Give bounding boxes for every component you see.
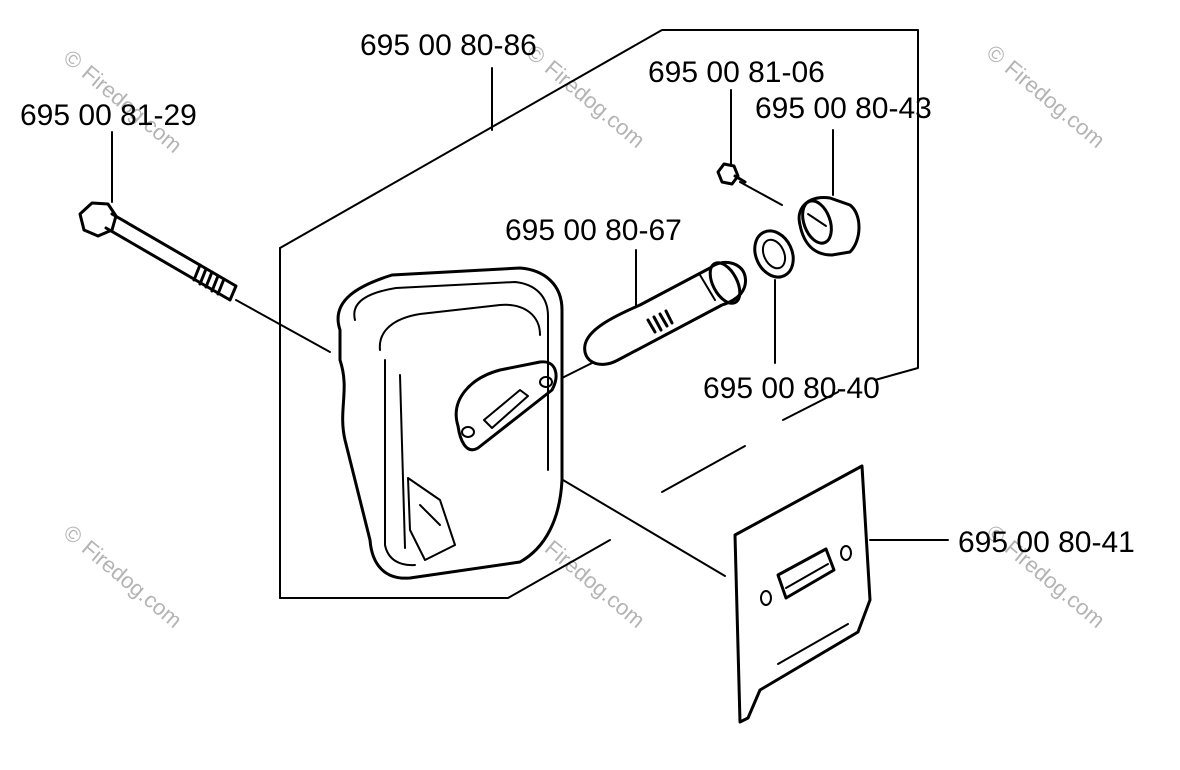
watermark: © Firedog.com: [522, 40, 650, 153]
label-bolt: 695 00 81-29: [20, 99, 197, 132]
label-washer: 695 00 80-40: [703, 372, 880, 405]
watermark: © Firedog.com: [59, 520, 187, 633]
bolt: [78, 201, 238, 302]
svg-text:©: ©: [59, 45, 87, 75]
svg-text:©: ©: [982, 40, 1010, 70]
svg-text:Firedog.com: Firedog.com: [540, 535, 650, 633]
muffler: [336, 266, 564, 580]
watermark: © Firedog.com: [982, 40, 1110, 153]
screw: [716, 162, 747, 186]
label-deflector: 695 00 80-43: [755, 92, 932, 125]
gasket: [733, 464, 872, 724]
leader-lines: [111, 67, 949, 577]
tailpipe: [583, 260, 748, 366]
deflector: [797, 195, 861, 257]
svg-text:Firedog.com: Firedog.com: [1000, 55, 1110, 153]
watermarks: © Firedog.com © Firedog.com © Firedog.co…: [59, 40, 1110, 633]
assembly-outline: [279, 29, 919, 599]
svg-text:©: ©: [59, 520, 87, 550]
label-screw: 695 00 81-06: [648, 56, 825, 89]
label-tailpipe: 695 00 80-67: [505, 214, 682, 247]
svg-text:Firedog.com: Firedog.com: [540, 55, 650, 153]
label-muffler: 695 00 80-86: [360, 29, 537, 62]
part-labels: 695 00 80-86 695 00 81-29 695 00 81-06 6…: [20, 29, 1135, 559]
label-gasket: 695 00 80-41: [958, 526, 1135, 559]
svg-text:Firedog.com: Firedog.com: [77, 535, 187, 633]
washer: [753, 229, 795, 279]
